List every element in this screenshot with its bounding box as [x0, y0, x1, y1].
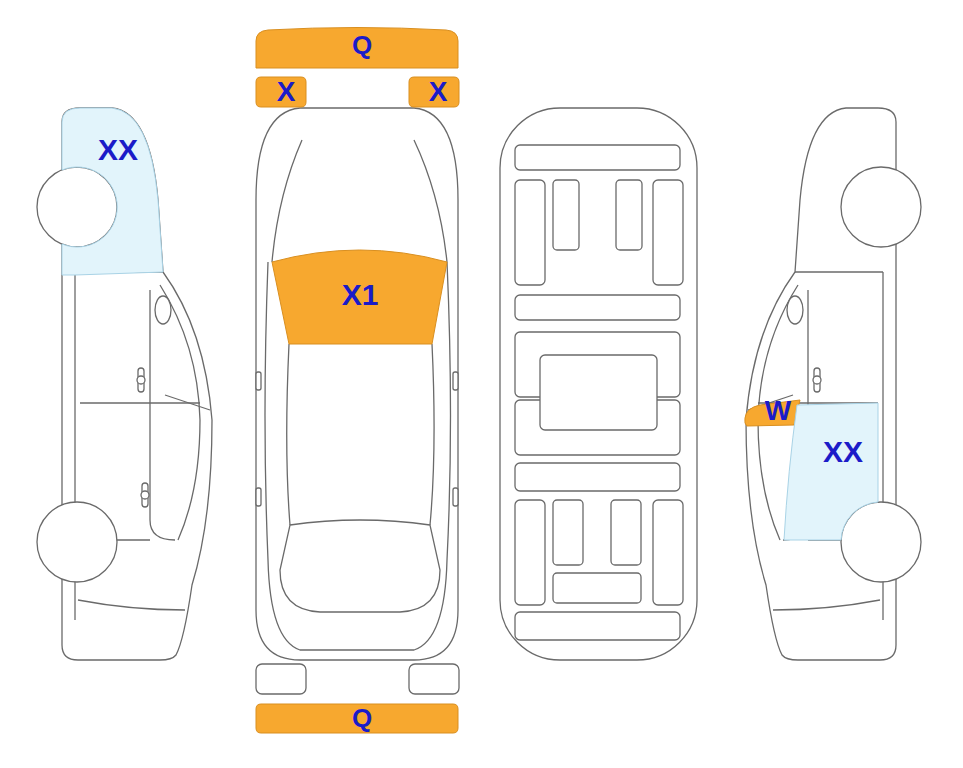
zone-fill — [409, 77, 459, 107]
side-view-mirrored — [746, 108, 921, 660]
damage-code: Q — [352, 705, 372, 731]
zone-fill — [256, 704, 458, 733]
damage-zone-headlight: X — [409, 77, 459, 107]
zone-outline — [60, 106, 165, 278]
zone-fill — [62, 108, 163, 275]
top-view — [256, 108, 459, 694]
zone-fill — [256, 77, 306, 107]
damage-zone-headlight: X — [256, 77, 306, 107]
damage-zone-panel: XX — [778, 400, 880, 542]
underbody-view — [500, 108, 697, 660]
damage-code: W — [765, 397, 791, 425]
zone-fill — [272, 250, 447, 344]
damage-code: X1 — [342, 280, 379, 310]
damage-code: Q — [352, 32, 372, 58]
zone-fill — [784, 403, 878, 540]
damage-zone-bumper: Q — [256, 703, 458, 733]
damage-code: XX — [98, 135, 138, 165]
zone-fill — [256, 28, 458, 69]
side-view — [37, 108, 212, 660]
damage-code: X — [429, 78, 448, 106]
damage-code: XX — [823, 437, 863, 467]
zone-outline — [778, 400, 880, 542]
damage-code: X — [277, 78, 296, 106]
damage-zone-bumper: Q — [256, 25, 458, 70]
damage-zone-panel: XX — [60, 106, 165, 278]
damage-zone-windshield: X1 — [270, 238, 450, 346]
